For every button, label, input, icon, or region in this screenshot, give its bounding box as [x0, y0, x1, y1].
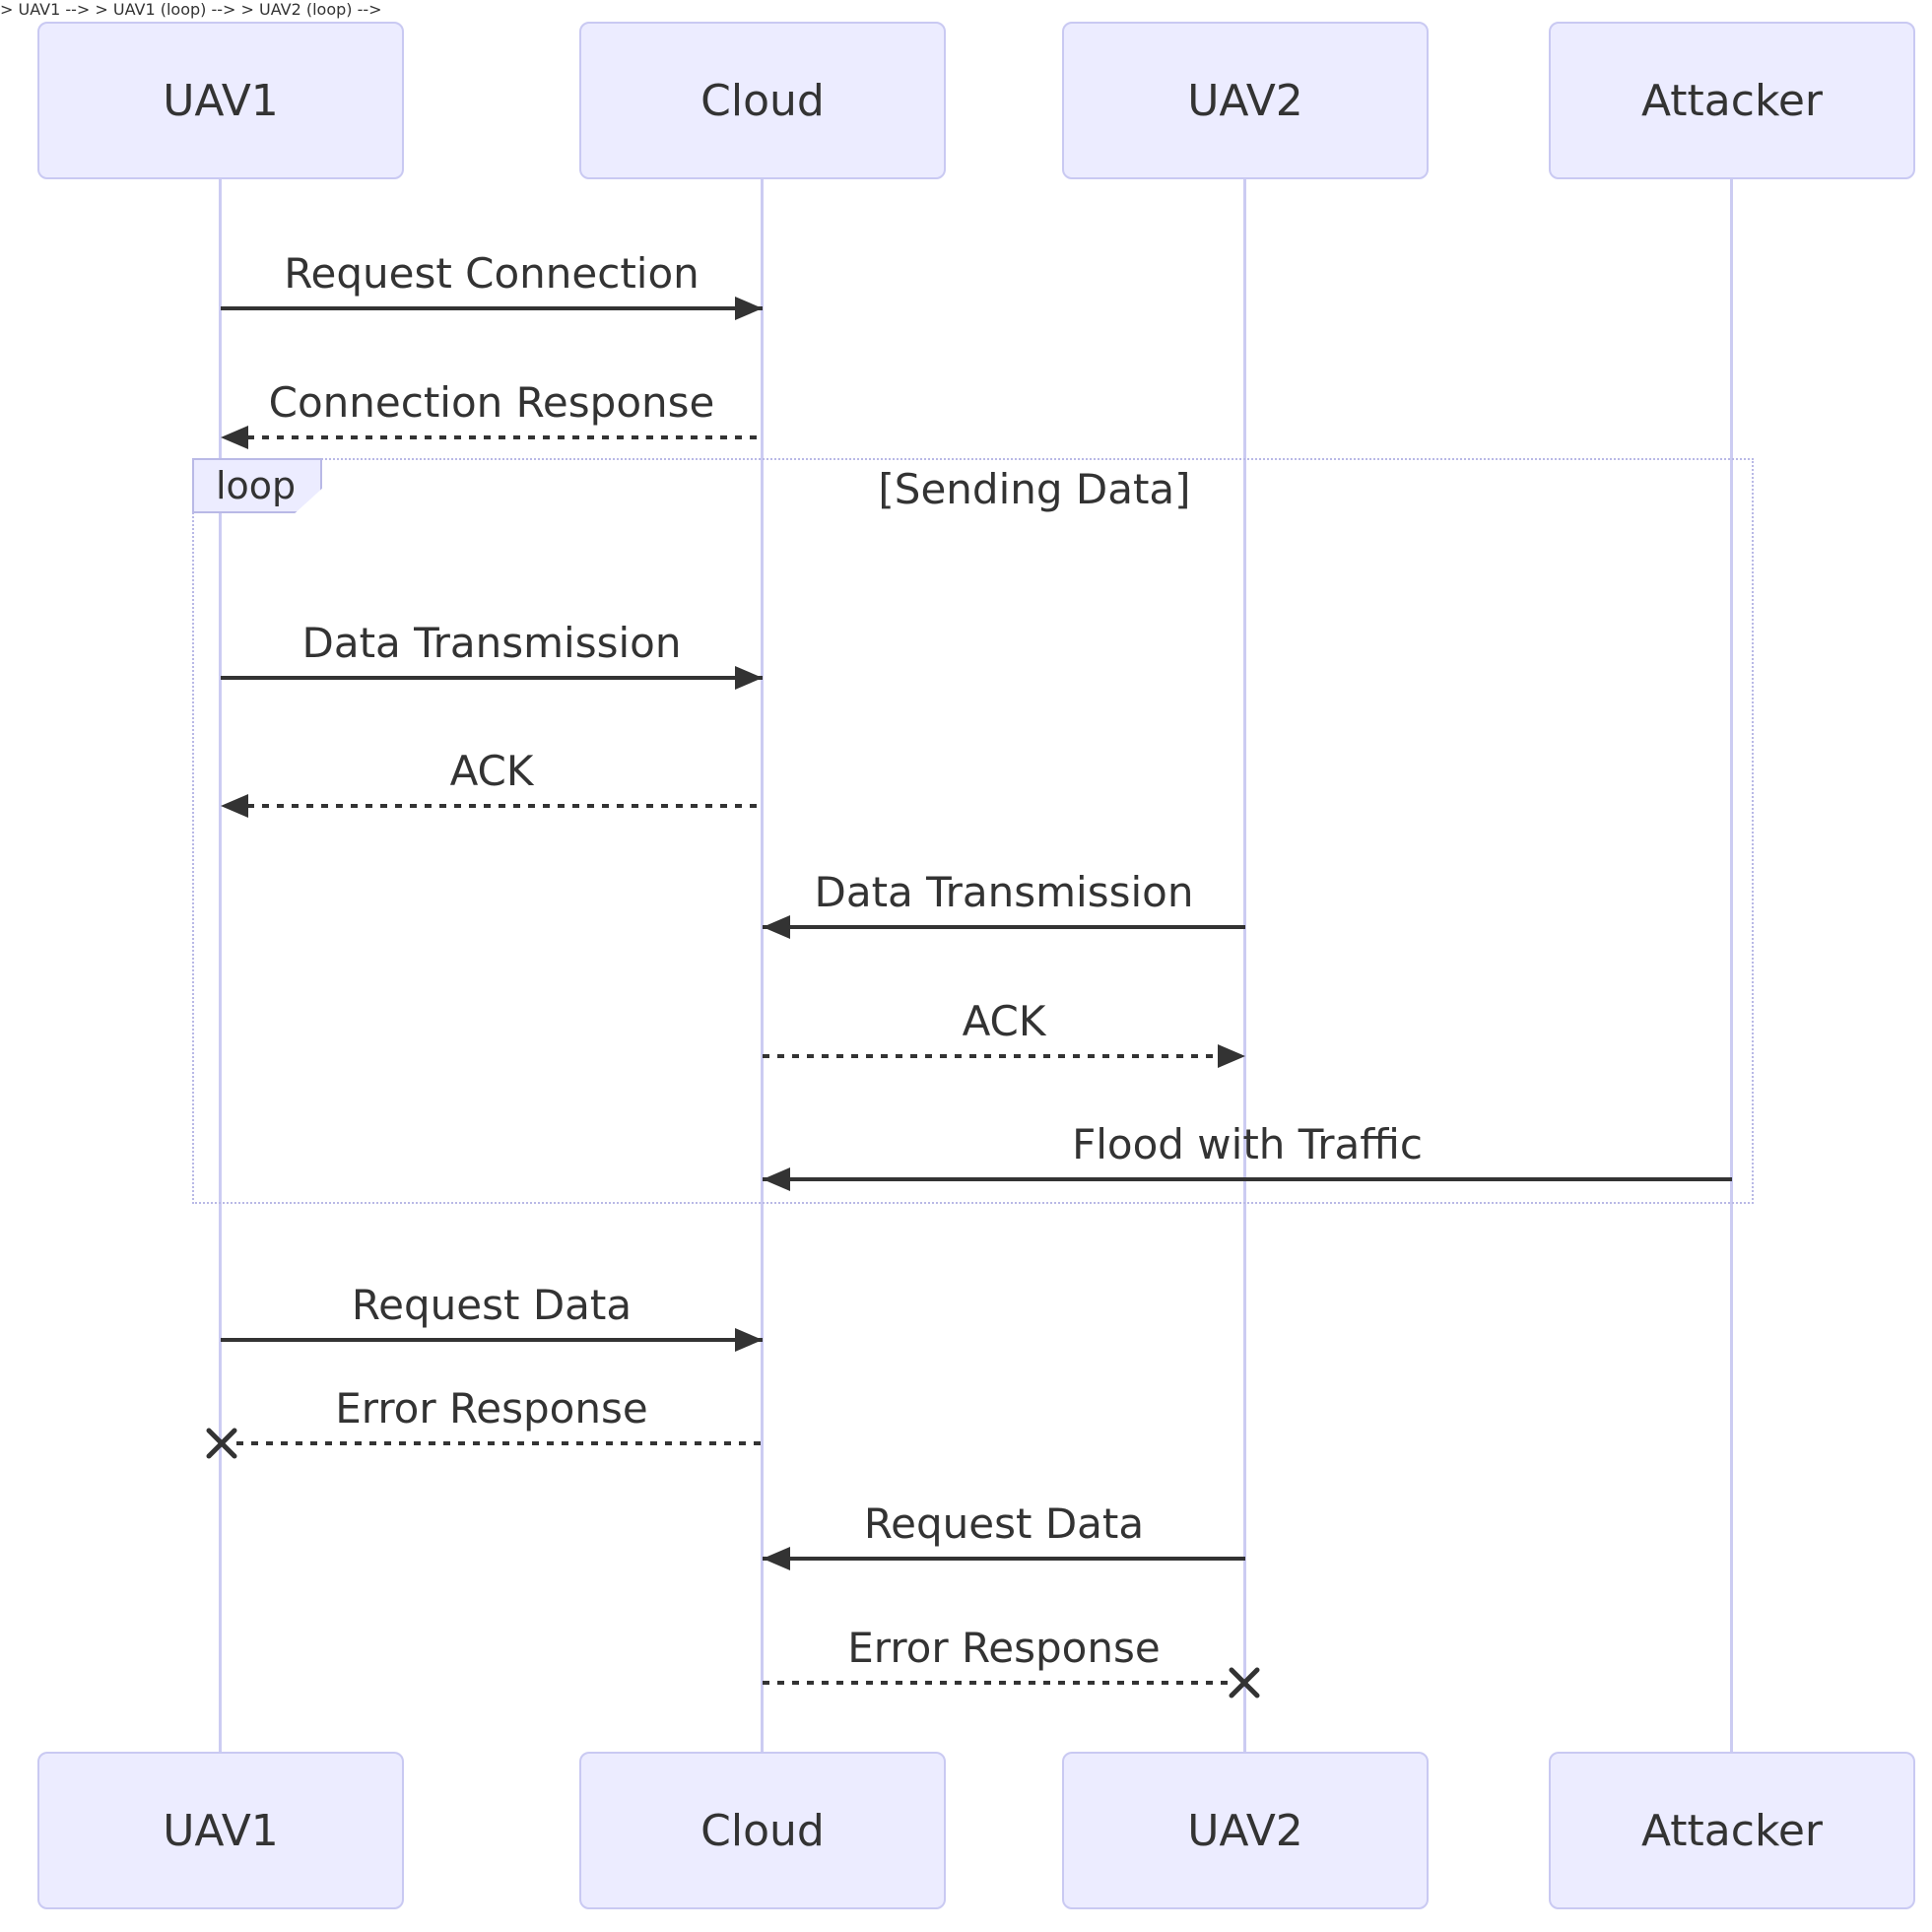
message-line [233, 435, 763, 439]
participant-bottom-uav1: UAV1 [37, 1752, 404, 1909]
participant-top-uav1: UAV1 [37, 22, 404, 179]
message-label: Connection Response [268, 378, 715, 427]
message-line [221, 306, 763, 310]
lifeline-cloud [761, 179, 764, 1752]
participant-top-attacker: Attacker [1549, 22, 1915, 179]
message-label: Error Response [335, 1384, 648, 1432]
message-line [763, 1681, 1230, 1685]
lifeline-attacker [1730, 179, 1733, 1752]
loop-condition-label: [Sending Data] [878, 465, 1191, 513]
participant-top-uav2: UAV2 [1062, 22, 1429, 179]
message-label: Request Data [351, 1281, 633, 1329]
participant-bottom-attacker: Attacker [1549, 1752, 1915, 1909]
participant-top-cloud: Cloud [579, 22, 946, 179]
arrowhead-icon [735, 1328, 763, 1352]
lifeline-uav1 [219, 179, 222, 1752]
cross-end-icon [204, 1426, 239, 1461]
arrowhead-icon [221, 426, 248, 449]
participant-bottom-cloud: Cloud [579, 1752, 946, 1909]
message-line [763, 1557, 1245, 1561]
message-line [221, 1338, 763, 1342]
participant-bottom-uav2: UAV2 [1062, 1752, 1429, 1909]
lifeline-uav2 [1243, 179, 1246, 1752]
message-line [236, 1441, 763, 1445]
message-label: Request Connection [284, 249, 700, 298]
arrowhead-icon [735, 297, 763, 320]
message-label: Request Data [863, 1499, 1145, 1548]
loop-keyword-label: loop [192, 458, 322, 513]
loop-frame [192, 458, 1754, 1204]
message-label: Error Response [847, 1624, 1161, 1672]
arrowhead-icon [763, 1547, 790, 1570]
